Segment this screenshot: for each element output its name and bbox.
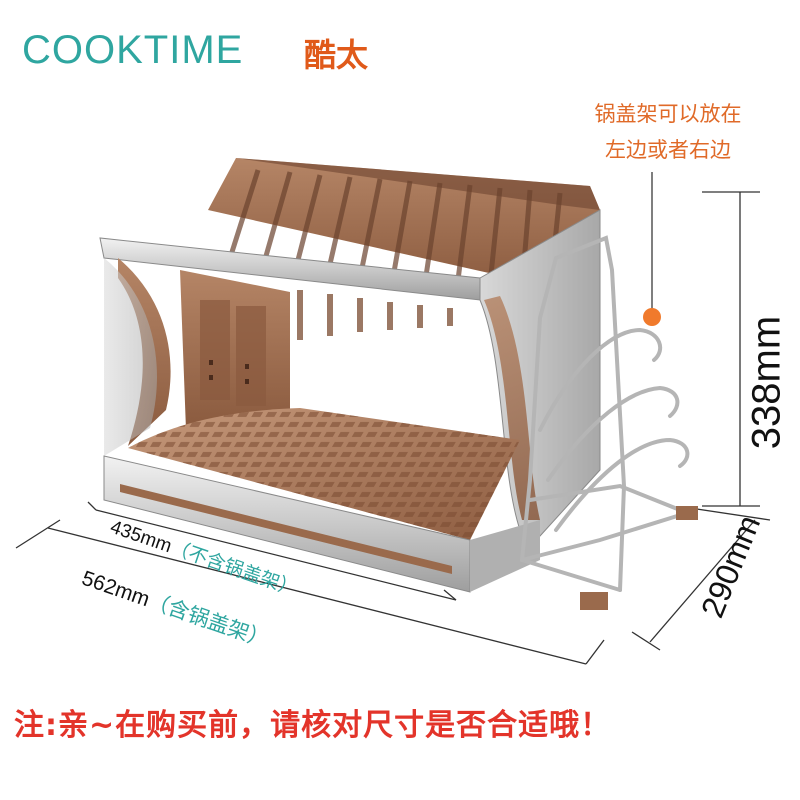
- callout-line-1: 锅盖架可以放在: [594, 102, 742, 126]
- width-dimension-lines: [15, 501, 605, 665]
- brand-name-en: COOKTIME: [22, 28, 244, 72]
- cutlery-holder: [180, 270, 290, 430]
- callout-dot: [643, 308, 661, 326]
- pot-lid-rack: [519, 235, 692, 592]
- height-label: 338mm: [744, 315, 789, 450]
- size-check-notice: 注:亲~在购买前，请核对尺寸是否合适哦！: [14, 708, 612, 743]
- brand-logo: COOKTIME 酷太: [22, 22, 382, 78]
- depth-dimension-line: [631, 507, 771, 651]
- rack-foot-front: [580, 592, 608, 610]
- height-dimension-line: [702, 191, 760, 507]
- middle-slats: [297, 290, 453, 340]
- rack-foot-back: [676, 506, 698, 520]
- lid-rack-callout: 锅盖架可以放在 左边或者右边: [558, 96, 778, 168]
- brand-name-cn: 酷太: [304, 36, 369, 74]
- callout-line-2: 左边或者右边: [605, 138, 731, 162]
